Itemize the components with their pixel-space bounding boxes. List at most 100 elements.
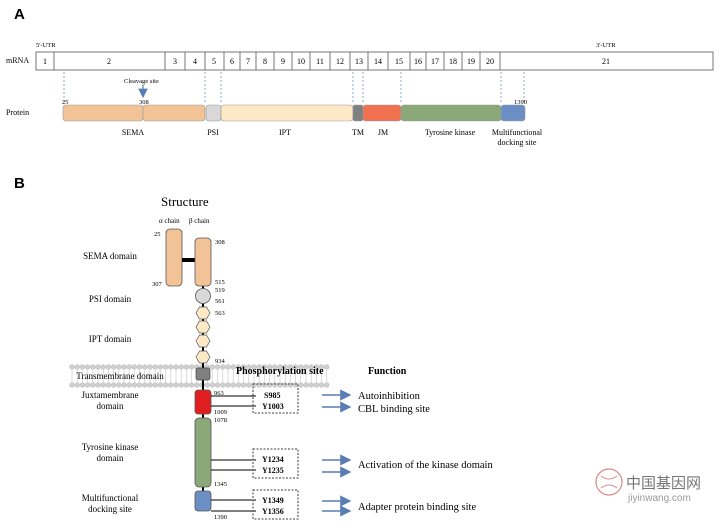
lipid-head [121,382,127,388]
pos-561: 561 [215,298,225,305]
lipid-head [313,382,320,388]
lipid-head [246,364,252,370]
lipid-head [240,382,247,388]
lipid-head [235,364,242,370]
exon-2: 2 [107,57,111,66]
lipid-head [256,364,262,370]
domain-docking [500,104,526,122]
lipid-head [173,364,179,370]
lipid-head [116,364,122,370]
function-cbl: CBL binding site [358,404,430,415]
lipid-head [84,382,91,388]
lipid-head [79,382,86,388]
lipid-head [121,364,127,370]
lipid-head [84,364,91,370]
lipid-head [178,364,184,370]
lipid-head [162,382,169,388]
function-autoinhibition: Autoinhibition [358,391,421,402]
exon-connectors [63,72,525,104]
lipid-head [147,364,153,370]
site-lines [211,395,256,512]
label-tk-1: Tyrosine kinase [82,442,139,452]
structure-title: Structure [161,194,209,209]
beta-chain-label: β chain [189,217,210,225]
label-psi: PSI [207,128,219,137]
label-tm: TM [352,128,364,137]
label-md-1: Multifunctional [82,493,139,503]
cleavage-label: Cleavage site [124,78,159,85]
lipid-head [79,364,86,370]
lipid-head [324,382,330,388]
lipid-head [225,364,231,370]
lipid-head [287,382,294,388]
label-ipt-domain: IPT domain [89,334,132,344]
lipid-head [188,364,195,370]
label-tk-2: domain [97,453,124,463]
disulfide-bond [182,258,196,262]
protein-label: Protein [6,108,29,117]
exon-12: 12 [336,57,344,66]
exon-21: 21 [602,57,610,66]
domain-tm [352,104,364,122]
exon-11: 11 [316,57,324,66]
lipid-head [318,382,325,388]
label-docking-1: Multifunctional [492,128,543,137]
lipid-head [277,382,283,388]
lipid-head [318,364,325,370]
domain-ipt [220,104,354,122]
pos-end: 1390 [514,99,527,106]
label-sema: SEMA [122,128,144,137]
pos-515: 515 [215,279,225,286]
watermark-cn: 中国基因网 [626,474,701,492]
pos-cleave: 308 [139,99,149,106]
pos-934: 934 [215,358,226,365]
lipid-head [194,382,200,388]
lipid-head [298,382,304,388]
site-s985: S985 [264,391,280,400]
lipid-head [157,364,164,370]
lipid-head [105,382,112,388]
lipid-head [95,364,101,370]
pos-563: 563 [215,310,225,317]
exon-13: 13 [355,57,363,66]
site-y1356: Y1356 [262,507,284,516]
lipid-head [214,364,221,370]
exon-19: 19 [467,57,475,66]
panel-b-letter: B [14,175,25,192]
utr5-label: 5'-UTR [36,42,56,49]
lipid-head [230,382,236,388]
function-header: Function [368,366,407,377]
lipid-head [69,382,75,388]
lipid-head [261,382,268,388]
domain-tk [400,104,502,122]
lipid-head [313,364,320,370]
pos-1390: 1390 [214,514,227,521]
lipid-head [110,382,117,388]
lipid-head [90,364,96,370]
pos-b-top: 308 [215,239,225,246]
alpha-chain [165,228,183,287]
domain-psi [205,104,222,122]
lipid-head [308,364,314,370]
function-kinase-activation: Activation of the kinase domain [358,460,493,471]
exon-20: 20 [486,57,494,66]
lipid-head [261,364,268,370]
lipid-head [230,364,236,370]
pos-a-top: 25 [154,231,161,238]
lipid-head [152,382,158,388]
lipid-head [225,382,231,388]
lipid-head [303,364,309,370]
lipid-head [126,364,132,370]
pos-519: 519 [215,287,225,294]
lipid-head [183,364,190,370]
exon-14: 14 [374,57,382,66]
pos-1078: 1078 [214,417,227,424]
lipid-head [168,364,174,370]
site-y1234: Y1234 [262,455,284,464]
pos-a-bot: 307 [152,281,163,288]
lipid-head [266,382,273,388]
lipid-head [292,364,299,370]
label-jm-1: Juxtamembrane [82,390,139,400]
psi-circle [195,288,211,304]
lipid-head [298,364,304,370]
